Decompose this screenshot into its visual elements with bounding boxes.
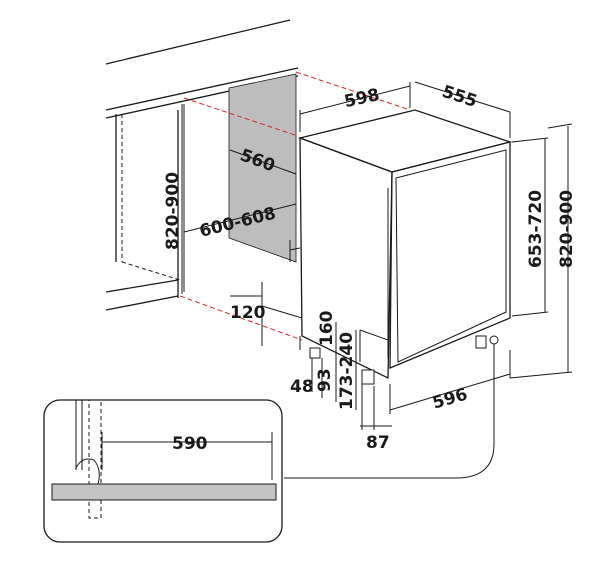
- dim-label-173-240: 173-240: [337, 332, 357, 410]
- dim-label-555: 555: [439, 82, 479, 112]
- niche-back-panel: [228, 73, 297, 263]
- plinth-detail-box: [43, 399, 283, 543]
- dim-label-160: 160: [317, 310, 337, 346]
- dim-label-596: 596: [430, 385, 470, 414]
- cutout-guides: [179, 71, 411, 341]
- dim-label-48: 48: [290, 377, 314, 397]
- dim-label-niche-height: 820-900: [163, 172, 183, 250]
- dimension-labels: 598 555 560 600-608 820-900 653-720 820-…: [163, 82, 577, 454]
- dim-label-87: 87: [366, 433, 390, 453]
- dim-label-598: 598: [342, 85, 381, 112]
- dishwasher-body: [297, 109, 513, 380]
- dim-label-appliance-height: 820-900: [557, 190, 577, 268]
- dimension-lines: [181, 81, 573, 479]
- dim-label-93: 93: [315, 368, 335, 392]
- appliance-feet: [309, 335, 499, 385]
- dim-label-590: 590: [172, 434, 208, 454]
- dim-label-120: 120: [230, 303, 266, 323]
- dim-label-653-720: 653-720: [526, 190, 546, 268]
- detail-marker-icon: [489, 335, 499, 345]
- kitchen-niche: [105, 19, 301, 311]
- plinth-bar: [51, 483, 277, 501]
